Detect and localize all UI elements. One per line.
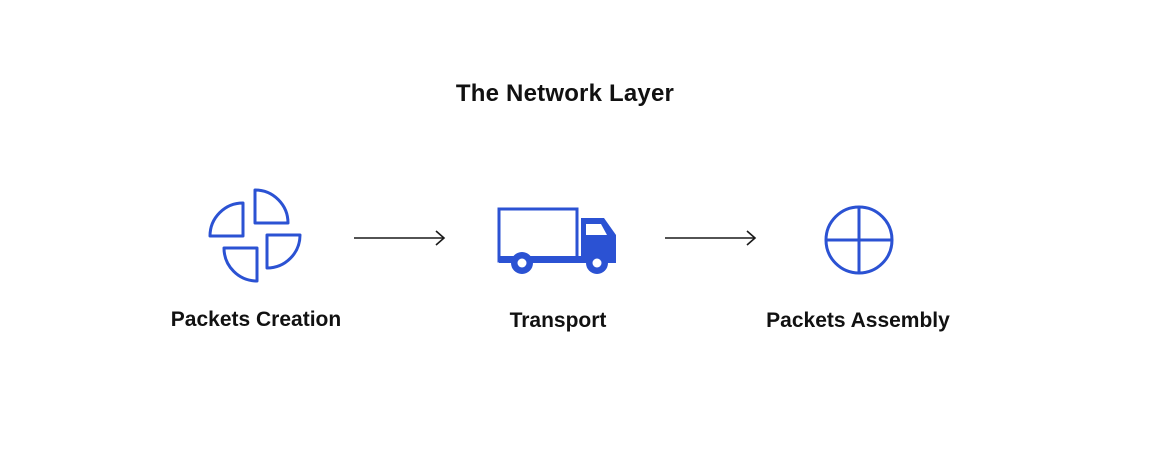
truck-cargo <box>497 207 579 263</box>
quadrant-top-right <box>253 188 290 225</box>
truck-window <box>586 224 607 235</box>
step-label-packets-assembly: Packets Assembly <box>766 309 950 332</box>
quadrant-bottom-right <box>265 233 302 270</box>
diagram-title: The Network Layer <box>455 80 675 107</box>
arrow-creation-to-transport <box>354 230 446 246</box>
step-label-packets-creation: Packets Creation <box>170 308 342 331</box>
arrow-transport-to-assembly <box>665 230 757 246</box>
quadrant-bottom-left <box>222 246 259 283</box>
truck-icon <box>497 207 616 274</box>
step-label-transport: Transport <box>509 309 607 332</box>
assembled-packet-icon <box>824 205 894 275</box>
packet-pieces-icon <box>208 188 302 283</box>
quadrant-top-left <box>208 201 245 238</box>
